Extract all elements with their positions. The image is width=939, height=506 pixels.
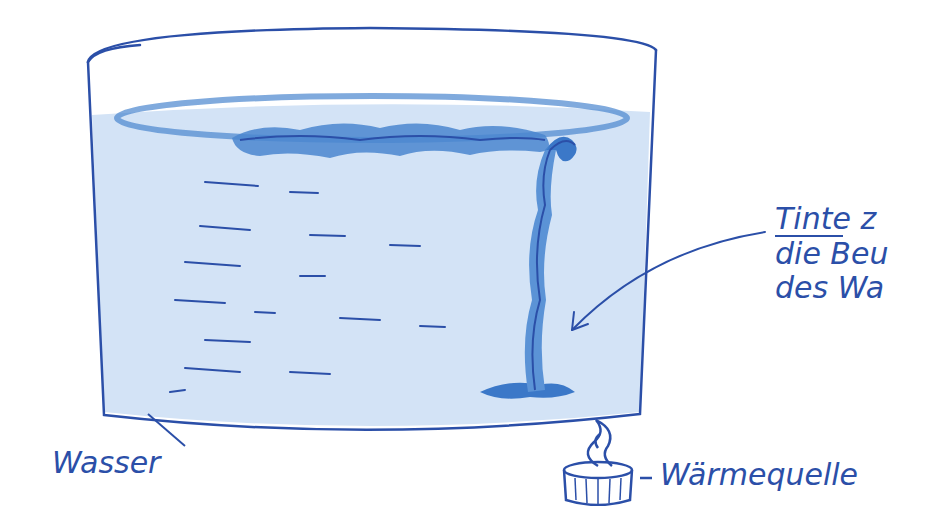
water-strokes: [170, 182, 445, 392]
water-fill: [92, 104, 650, 426]
ink-note: Tinte z die Beu des Wa: [775, 202, 925, 306]
heat-source-label: Wärmequelle: [660, 458, 858, 493]
leader-line: [148, 414, 185, 446]
ink-plume: [232, 123, 577, 398]
callout-arrow: [572, 232, 765, 330]
beaker-outline: [88, 28, 656, 430]
water-label: Wasser: [52, 446, 160, 481]
tealight: [564, 420, 632, 505]
dash-mark: [640, 477, 652, 480]
